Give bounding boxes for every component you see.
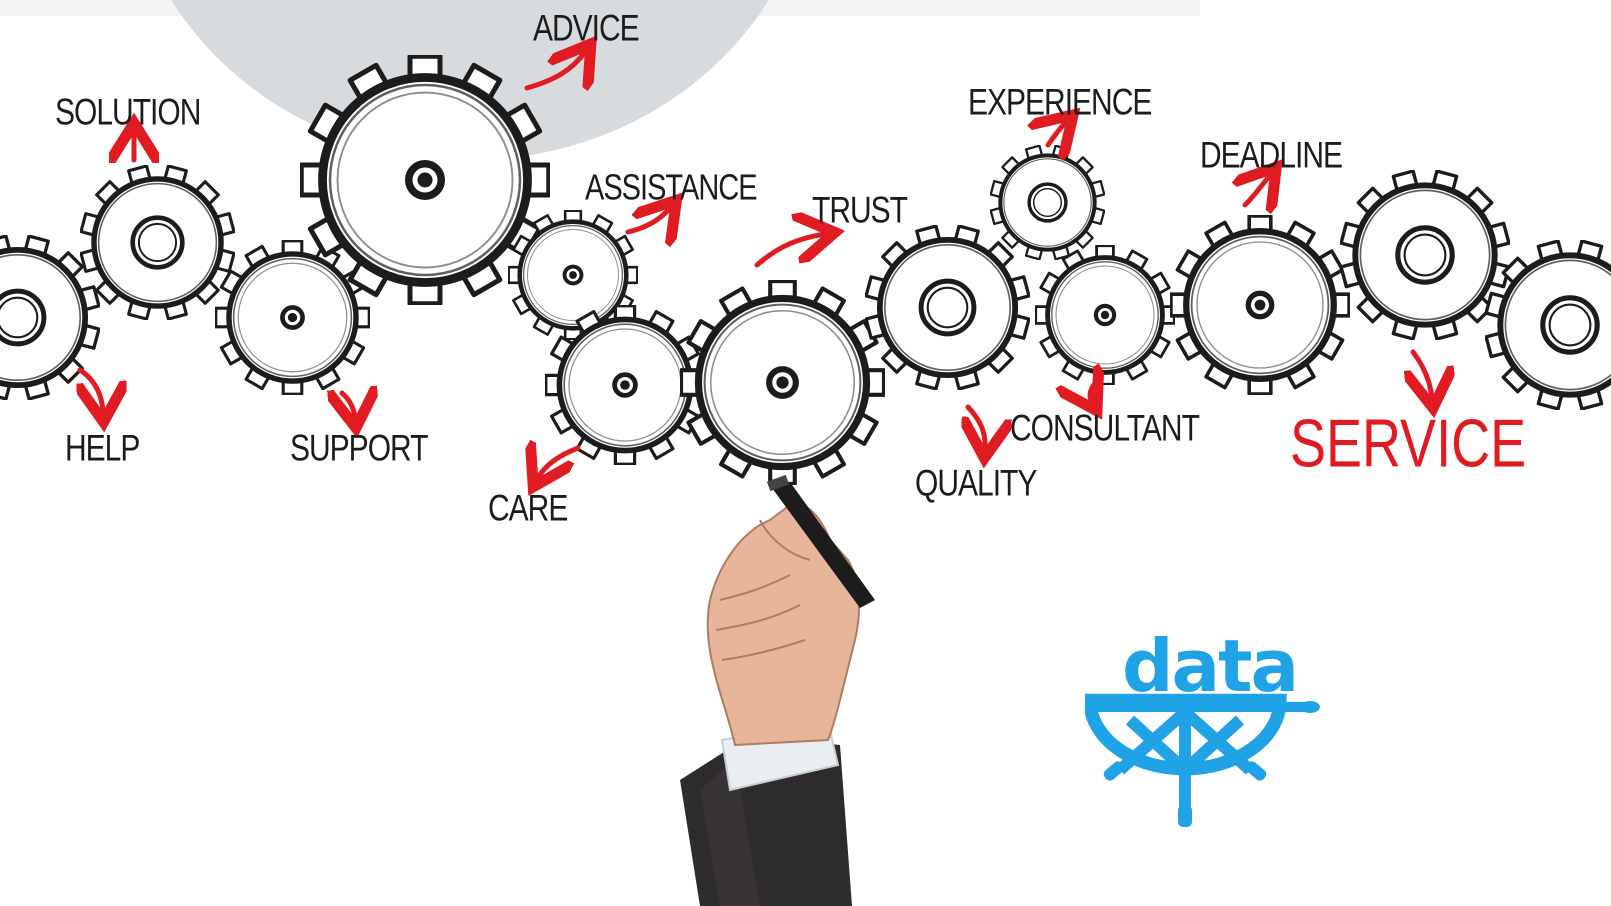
gear-icon (1341, 171, 1509, 339)
word-care: CARE (488, 488, 568, 530)
word-support: SUPPORT (290, 428, 428, 470)
data-logo: data (1085, 630, 1325, 840)
logo-text: data (1122, 624, 1299, 708)
gear-icon (681, 281, 884, 484)
word-trust: TRUST (812, 190, 908, 232)
arrow-icon (80, 52, 1432, 478)
word-assistance: ASSISTANCE (585, 168, 758, 208)
gear-icon (216, 241, 369, 394)
word-deadline: DEADLINE (1200, 135, 1343, 177)
word-quality: QUALITY (915, 463, 1037, 505)
word-help: HELP (65, 428, 140, 470)
word-consultant: CONSULTANT (1010, 408, 1200, 450)
word-service: SERVICE (1290, 406, 1527, 482)
hand-illustration (680, 474, 875, 906)
gear-icon (866, 226, 1029, 389)
gear-icon (81, 166, 234, 319)
word-experience: EXPERIENCE (968, 82, 1152, 124)
word-advice: ADVICE (533, 8, 640, 50)
word-solution: SOLUTION (55, 92, 201, 134)
ship-wheel-icon (1085, 693, 1320, 827)
gear-icon (1171, 216, 1349, 394)
gear-icon (1036, 246, 1175, 385)
gear-icon (991, 146, 1105, 260)
